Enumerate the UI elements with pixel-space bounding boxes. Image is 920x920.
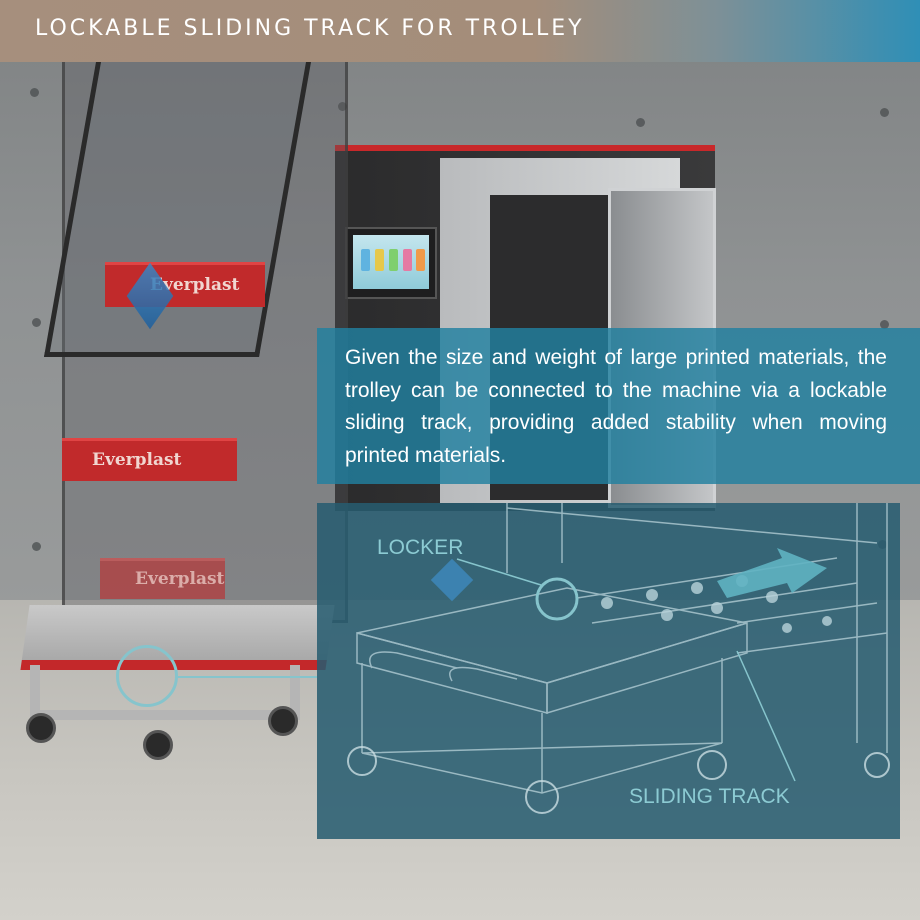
trolley-callout-circle (116, 645, 178, 707)
detail-closeup-panel: LOCKER SLIDING TRACK (317, 503, 900, 839)
trolley-platform (20, 605, 335, 670)
description-text: Given the size and weight of large print… (345, 346, 887, 467)
touch-screen-display (353, 235, 429, 289)
trolley-wheel (143, 730, 173, 760)
tray-label: Everplast (92, 450, 182, 470)
locker-label: LOCKER (377, 536, 464, 559)
trolley-wheel (26, 713, 56, 743)
wall-tie-hole (32, 318, 41, 327)
tray-middle (62, 438, 237, 481)
sliding-track-label: SLIDING TRACK (629, 785, 790, 808)
screen-tile-icon (389, 249, 398, 271)
wall-tie-hole (880, 320, 889, 329)
trolley-wheel (268, 706, 298, 736)
description-panel: Given the size and weight of large print… (317, 328, 920, 484)
trolley-base (30, 665, 300, 720)
callout-connector-line (178, 676, 317, 678)
wall-tie-hole (636, 118, 645, 127)
tray-label: Everplast (150, 275, 240, 295)
wall-tie-hole (338, 102, 347, 111)
detail-line-drawing (347, 503, 890, 814)
track-leader-line (736, 650, 796, 782)
page-title: LOCKABLE SLIDING TRACK FOR TROLLEY (35, 16, 585, 41)
touch-screen (345, 227, 437, 299)
screen-tile-icon (361, 249, 370, 271)
tray-label: Everplast (135, 569, 225, 589)
locker-callout-circle (535, 577, 579, 621)
trolley-frame (62, 60, 348, 623)
wall-tie-hole (32, 542, 41, 551)
screen-tile-icon (416, 249, 425, 271)
brand-watermark-icon (430, 558, 474, 602)
header-bar: LOCKABLE SLIDING TRACK FOR TROLLEY (0, 0, 920, 62)
screen-tile-icon (403, 249, 412, 271)
tray-lower (100, 558, 225, 599)
screen-tile-icon (375, 249, 384, 271)
wall-tie-hole (880, 108, 889, 117)
direction-arrow-icon (717, 548, 827, 598)
wall-tie-hole (30, 88, 39, 97)
locker-leader-line (456, 558, 542, 586)
